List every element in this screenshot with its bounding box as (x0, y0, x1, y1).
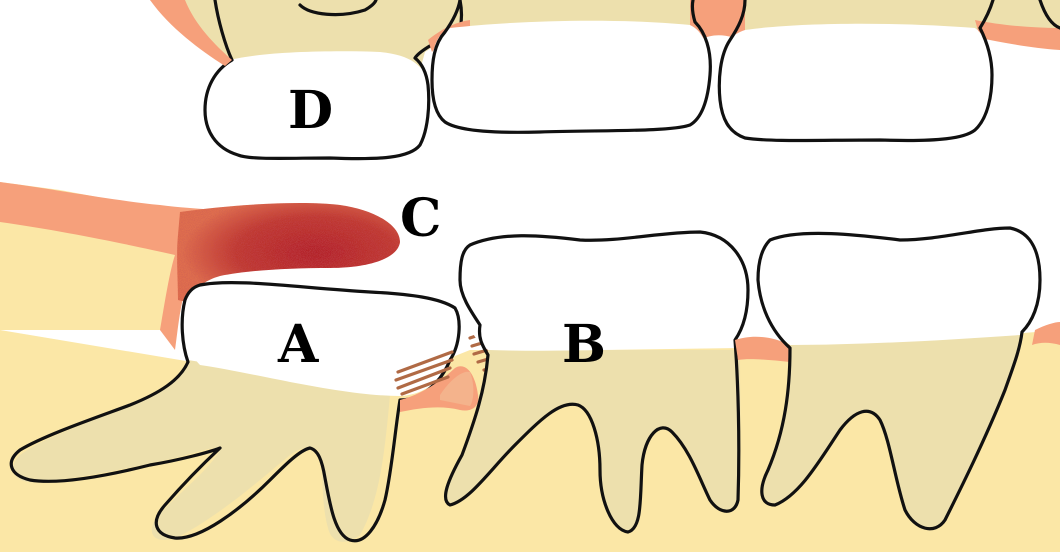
upper-tooth-middle-crown (431, 21, 708, 132)
label-c: C (400, 188, 441, 249)
label-b: B (562, 314, 606, 375)
lower-tooth-right-crown (758, 228, 1040, 345)
upper-tooth-right-crown (719, 24, 993, 141)
label-a: A (277, 314, 319, 375)
label-d: D (288, 80, 333, 141)
